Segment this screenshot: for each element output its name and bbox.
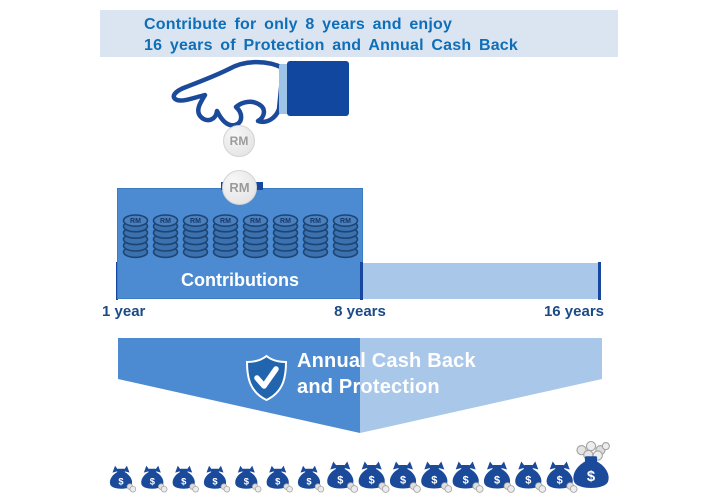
money-bag: $	[172, 465, 199, 493]
svg-text:RM: RM	[130, 218, 141, 225]
svg-text:$: $	[431, 475, 437, 487]
svg-text:$: $	[212, 477, 218, 487]
money-bag: $	[203, 465, 231, 493]
money-bag: $	[389, 461, 421, 493]
rm-coin-entering-slot: RM	[222, 170, 257, 205]
arrow-right-half	[360, 338, 602, 433]
coin-stack: RM	[272, 214, 299, 259]
money-bag: $	[573, 440, 610, 488]
money-bag: $	[327, 461, 359, 493]
timeline-tick-8-years	[360, 262, 363, 300]
svg-text:$: $	[557, 475, 563, 487]
money-bag: $	[266, 465, 293, 493]
timeline-label-1-year: 1 year	[102, 303, 146, 320]
svg-text:$: $	[181, 477, 187, 487]
svg-text:$: $	[306, 477, 312, 487]
svg-text:$: $	[494, 475, 500, 487]
cashback-title: Annual Cash Back and Protection	[297, 348, 476, 400]
money-bag: $	[358, 461, 390, 493]
svg-text:RM: RM	[250, 218, 261, 225]
money-bag: $	[515, 461, 547, 493]
money-bag: $	[109, 465, 137, 493]
cashback-arrow	[118, 338, 602, 433]
svg-text:RM: RM	[220, 218, 231, 225]
contributions-label: Contributions	[181, 270, 299, 290]
cashback-line-1: Annual Cash Back	[297, 350, 476, 372]
header-banner: Contribute for only 8 years and enjoy 16…	[100, 10, 618, 57]
arrow-left-half	[118, 338, 360, 433]
svg-text:RM: RM	[160, 218, 171, 225]
svg-text:$: $	[118, 477, 124, 487]
svg-text:$: $	[369, 475, 375, 487]
timeline-bar-future	[363, 263, 599, 299]
sleeve	[287, 61, 349, 116]
svg-text:$: $	[400, 475, 406, 487]
money-bag: $	[421, 461, 453, 493]
timeline-label-16-years: 16 years	[543, 303, 604, 320]
header-line-1: Contribute for only 8 years and enjoy	[144, 16, 453, 33]
money-bags-row: $ $	[109, 440, 610, 493]
money-bag: $	[452, 461, 484, 493]
timeline-label-8-years: 8 years	[334, 303, 386, 320]
svg-text:RM: RM	[310, 218, 321, 225]
hand-outline	[171, 59, 286, 128]
svg-text:$: $	[463, 475, 469, 487]
cashback-line-2: and Protection	[297, 376, 440, 398]
svg-text:RM: RM	[340, 218, 351, 225]
shield-check-icon	[245, 354, 288, 402]
coin-stack: RM	[242, 214, 269, 259]
svg-text:$: $	[275, 477, 281, 487]
coin-stack: RM	[152, 214, 179, 259]
money-bag: $	[235, 465, 262, 493]
money-bag: $	[141, 465, 168, 493]
svg-text:$: $	[587, 469, 596, 485]
rm-coin-falling: RM	[223, 125, 255, 157]
money-bag: $	[546, 461, 578, 493]
coin-stack: RM	[302, 214, 329, 259]
coin-stacks: RM RM RM RM RM RM RM	[122, 206, 359, 259]
coin-stack: RM	[212, 214, 239, 259]
svg-text:RM: RM	[190, 218, 201, 225]
svg-text:$: $	[337, 475, 343, 487]
coin-stack: RM	[122, 214, 149, 259]
money-bag: $	[483, 461, 515, 493]
coin-stack: RM	[182, 214, 209, 259]
svg-text:$: $	[150, 477, 156, 487]
coin-stack: RM	[332, 214, 359, 259]
money-bag: $	[297, 465, 325, 493]
svg-text:RM: RM	[280, 218, 291, 225]
svg-text:$: $	[525, 475, 531, 487]
timeline-tick-16-years	[598, 262, 601, 300]
svg-text:$: $	[244, 477, 250, 487]
header-line-2: 16 years of Protection and Annual Cash B…	[144, 37, 518, 54]
hand-dropping-coin-icon	[171, 59, 349, 128]
